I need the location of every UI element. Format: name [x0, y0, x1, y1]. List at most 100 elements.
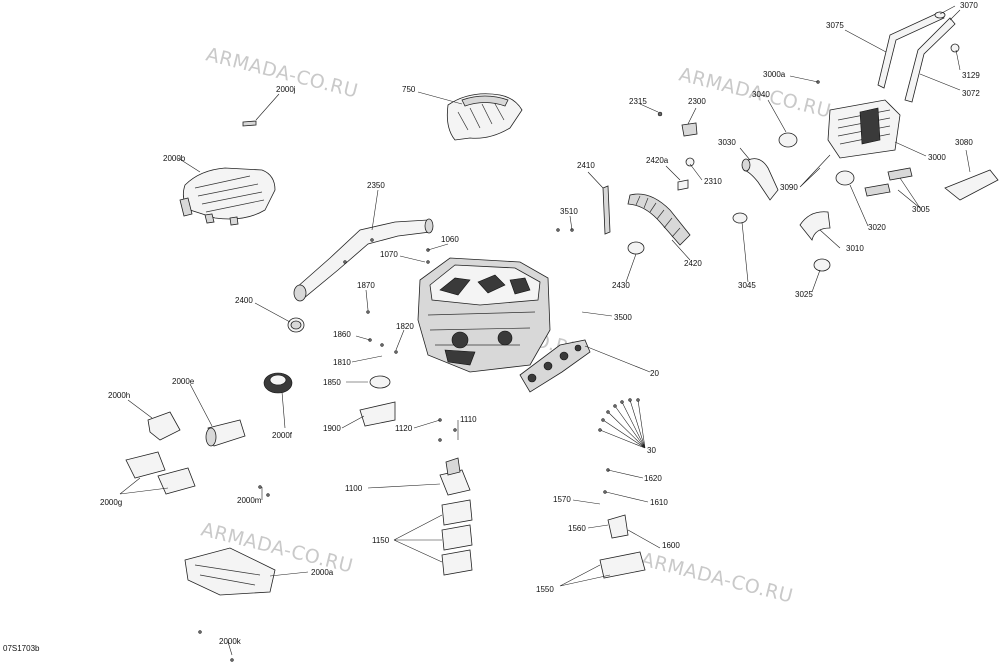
pad-3005b [887, 167, 913, 181]
hose-2000g-a [125, 451, 166, 479]
callout-1620: 1620 [644, 474, 662, 483]
part-1560 [607, 514, 629, 539]
callout-3000: 3000 [928, 153, 946, 162]
pipe-2350 [293, 218, 434, 302]
callout-2000j: 2000j [276, 85, 296, 94]
callout-1900: 1900 [323, 424, 341, 433]
callout-1610: 1610 [650, 498, 668, 507]
callout-2300: 2300 [688, 97, 706, 106]
intake-cover-2000b [179, 167, 276, 226]
callout-3500: 3500 [614, 313, 632, 322]
leader-lines [119, 5, 971, 656]
clamp-3040 [778, 132, 798, 148]
clamp-3025 [813, 258, 831, 272]
callout-2420: 2420 [684, 259, 702, 268]
callout-3070: 3070 [960, 1, 978, 10]
sensor-2410 [602, 185, 611, 235]
callout-3030: 3030 [718, 138, 736, 147]
callout-20: 20 [650, 369, 659, 378]
callout-1860: 1860 [333, 330, 351, 339]
callout-1120: 1120 [395, 424, 413, 433]
callout-1550: 1550 [536, 585, 554, 594]
callout-1570: 1570 [553, 495, 571, 504]
callout-3129: 3129 [962, 71, 980, 80]
bolts-30 [598, 398, 646, 449]
pipe-3075 [877, 11, 945, 89]
clamp-3045 [732, 212, 748, 224]
callout-1560: 1560 [568, 524, 586, 533]
callout-1060: 1060 [441, 235, 459, 244]
callout-2430: 2430 [612, 281, 630, 290]
callout-2000g: 2000g [100, 498, 122, 507]
callout-2350: 2350 [367, 181, 385, 190]
ring-2400 [287, 317, 305, 333]
callout-3072: 3072 [962, 89, 980, 98]
callout-2000a: 2000a [311, 568, 334, 577]
callout-1850: 1850 [323, 378, 341, 387]
clamp-3070 [934, 11, 946, 19]
bracket-3080 [944, 169, 999, 201]
callout-3010: 3010 [846, 244, 864, 253]
callout-3040: 3040 [752, 90, 770, 99]
callout-2000m: 2000m [237, 496, 262, 505]
callout-2000k: 2000k [219, 637, 242, 646]
mount-1100 [439, 457, 471, 496]
part-1850 [369, 375, 391, 389]
callout-2410: 2410 [577, 161, 595, 170]
gaskets-1150 [441, 499, 473, 576]
filter-2000f [263, 372, 293, 394]
callout-1870: 1870 [357, 281, 375, 290]
intercooler-3000 [827, 99, 901, 159]
clamp-2420a [677, 179, 689, 191]
small-hardware [198, 80, 820, 662]
callout-1110: 1110 [460, 415, 477, 424]
watermark-5: ARMADA-CO.RU [639, 549, 796, 608]
callout-3080: 3080 [955, 138, 973, 147]
clamp-2430 [627, 241, 645, 255]
part-3129 [950, 43, 960, 53]
part-2310 [685, 157, 695, 167]
callout-1070: 1070 [380, 250, 398, 259]
callout-1810: 1810 [333, 358, 351, 367]
bolt-2315 [657, 111, 663, 117]
callout-1820: 1820 [396, 322, 414, 331]
callout-1150: 1150 [372, 536, 390, 545]
callout-3005: 3005 [912, 205, 930, 214]
elbow-3010 [799, 211, 831, 241]
callout-2000f: 2000f [272, 431, 293, 440]
callout-2000e: 2000e [172, 377, 195, 386]
bracket-1550 [599, 551, 646, 579]
callout-3020: 3020 [868, 223, 886, 232]
diagram-code: 07S1703b [3, 644, 40, 653]
callout-3000a: 3000a [763, 70, 786, 79]
callout-3510: 3510 [560, 207, 578, 216]
exhaust-manifold-20 [519, 339, 591, 393]
callout-1100: 1100 [345, 484, 363, 493]
callout-1600: 1600 [662, 541, 680, 550]
callout-3090: 3090 [780, 183, 798, 192]
callout-2000h: 2000h [108, 391, 130, 400]
pad-3005a [864, 183, 891, 197]
hose-3030 [741, 158, 779, 201]
callout-2000b: 2000b [163, 154, 186, 163]
clamp-3020 [835, 170, 855, 186]
callout-3025: 3025 [795, 290, 813, 299]
hose-2000g-b [157, 467, 196, 495]
callout-750: 750 [402, 85, 416, 94]
callout-30: 30 [647, 446, 656, 455]
oil-pan-2000a [184, 547, 276, 596]
pipe-3072 [904, 17, 956, 103]
callout-3075: 3075 [826, 21, 844, 30]
callout-3045: 3045 [738, 281, 756, 290]
callout-2315: 2315 [629, 97, 647, 106]
part-2300 [681, 122, 698, 137]
callout-labels: 2000j 750 3075 3070 3129 3072 3000a 2315… [100, 1, 980, 646]
engine-block [417, 257, 551, 373]
hose-2000h [147, 411, 181, 441]
tube-2000e [205, 419, 246, 447]
callout-2420a: 2420a [646, 156, 669, 165]
hose-2420 [627, 193, 691, 246]
callout-2310: 2310 [704, 177, 722, 186]
